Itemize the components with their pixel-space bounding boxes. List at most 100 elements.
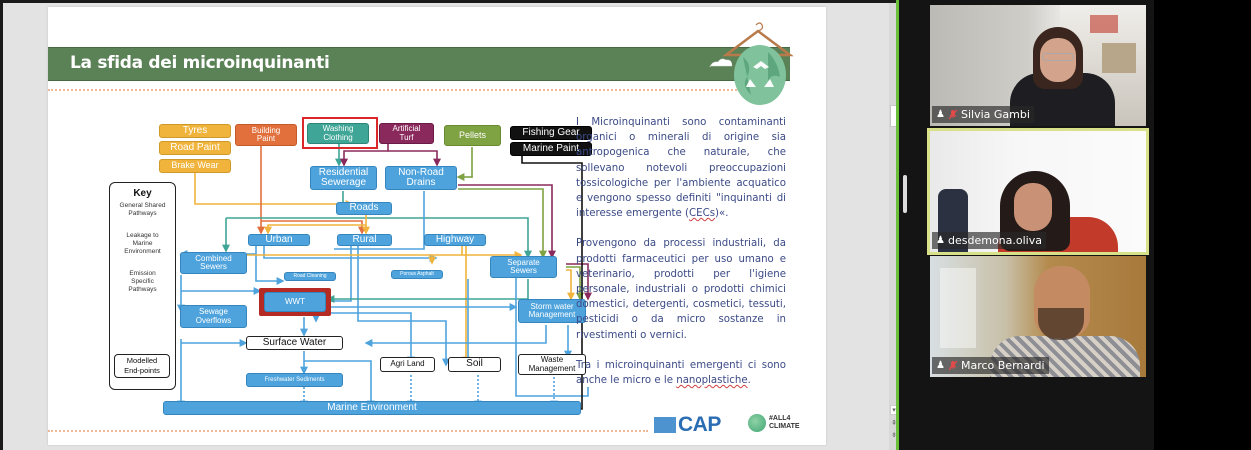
label-line: Waste	[540, 355, 564, 365]
next-slide-icon[interactable]: ⇟	[891, 432, 897, 439]
node-porous-asphalt: Porous Asphalt	[391, 270, 443, 279]
label-line: CLIMATE	[769, 423, 800, 430]
node-road-cleaning: Road Cleaning	[284, 272, 336, 281]
text-run: nanoplastiche	[676, 375, 748, 387]
source-pellets: Pellets	[444, 125, 501, 146]
participant-name: desdemona.oliva	[948, 234, 1042, 247]
text-run: )«.	[715, 208, 729, 220]
slide-title-bar: La sfida dei microinquinanti	[48, 47, 790, 81]
highlight-box	[302, 117, 378, 149]
label-line: Marine	[132, 240, 153, 247]
cap-logo: CAP	[654, 413, 721, 437]
node-non-road-drains: Non-Road Drains	[385, 166, 457, 190]
label-line: Building	[251, 125, 281, 135]
label-line: Sewers	[200, 262, 227, 271]
node-soil: Soil	[448, 357, 501, 372]
participant-video	[930, 256, 1146, 377]
label-line: Management	[528, 310, 576, 319]
all4climate-logo: #ALL4 CLIMATE	[748, 414, 800, 432]
source-road-paint: Road Paint	[159, 141, 231, 155]
node-waste-management: Waste Management	[518, 354, 586, 375]
source-tyres: Tyres	[159, 124, 231, 138]
gallery-scrollbar[interactable]	[903, 175, 907, 213]
paragraph-nanoplastics: Tra i microinquinanti emergenti ci sono …	[576, 358, 786, 388]
label-line: Clothing	[323, 132, 353, 142]
screen-share-area: La sfida dei microinquinanti	[0, 0, 899, 450]
label-line: Artificial	[392, 124, 421, 134]
microplastics-pathway-diagram: Tyres Road Paint Brake Wear Building Pai…	[106, 111, 602, 419]
node-wwt: WWT	[264, 292, 326, 312]
node-highway: Highway	[424, 234, 486, 246]
node-storm-water-management: Storm water Management	[518, 299, 586, 323]
raise-hand-icon: ♟	[936, 109, 945, 120]
label-line: Leakage to	[126, 232, 159, 239]
participant-tile-active-speaker[interactable]: ♟ desdemona.oliva	[927, 128, 1149, 255]
source-marine-paint: Marine Paint	[510, 142, 592, 156]
participant-gallery: ♟ Silvia Gambi ♟ desdemona.oliva	[899, 0, 1251, 450]
previous-slide-icon[interactable]: ⇞	[891, 420, 897, 427]
node-rural: Rural	[337, 234, 392, 246]
label-line: Washing	[322, 124, 354, 134]
key-leakage-label: Leakage to Marine Environment	[110, 232, 175, 256]
cap-logo-text: CAP	[678, 413, 721, 436]
footer-divider	[48, 430, 648, 432]
gallery-panel: ♟ Silvia Gambi ♟ desdemona.oliva	[899, 0, 1154, 450]
participant-tile[interactable]: ♟ Marco Bernardi	[930, 256, 1146, 377]
label-line: Management	[528, 363, 576, 373]
node-separate-sewers: Separate Sewers	[490, 256, 557, 278]
label-line: Sewerage	[320, 177, 367, 188]
source-fishing-gear: Fishing Gear	[510, 126, 592, 140]
presentation-slide: La sfida dei microinquinanti	[48, 7, 826, 445]
text-run: CECs	[689, 208, 716, 220]
node-urban: Urban	[248, 234, 310, 246]
slide-scrollbar[interactable]	[889, 3, 899, 450]
label-line: Turf	[399, 132, 414, 142]
node-sewage-overflows: Sewage Overflows	[180, 305, 247, 328]
label-line: Combined	[195, 253, 232, 263]
node-combined-sewers: Combined Sewers	[180, 252, 247, 274]
paragraph-sources: Provengono da processi industriali, da p…	[576, 238, 786, 341]
node-agri-land: Agri Land	[380, 357, 435, 372]
label-line: Residential	[318, 166, 369, 178]
raise-hand-icon: ♟	[936, 360, 945, 371]
title-divider	[48, 89, 748, 91]
participant-name-tag: ♟ desdemona.oliva	[932, 232, 1046, 249]
label-line: Sewers	[510, 266, 537, 275]
label-line: Storm water	[530, 301, 574, 311]
label-line: Drains	[406, 177, 436, 188]
node-surface-water: Surface Water	[246, 336, 343, 350]
node-marine-environment: Marine Environment	[163, 401, 581, 415]
participant-video	[930, 5, 1146, 126]
participant-tile[interactable]: ♟ Silvia Gambi	[930, 5, 1146, 126]
paragraph-definition: I Microinquinanti sono contaminanti orga…	[576, 115, 786, 221]
source-artificial-turf: Artificial Turf	[379, 123, 434, 144]
node-freshwater-sediments: Freshwater Sediments	[246, 373, 343, 387]
participant-video	[930, 131, 1146, 252]
muted-microphone-icon	[948, 360, 958, 371]
label-line: #ALL4	[769, 415, 791, 422]
slide-title: La sfida dei microinquinanti	[70, 53, 330, 73]
label-line: General Shared	[119, 202, 166, 209]
label-line: Specific	[131, 278, 154, 285]
key-emission-label: Emission Specific Pathways	[110, 270, 175, 294]
source-washing-clothing: Washing Clothing	[307, 123, 369, 144]
diagram-connectors	[116, 141, 592, 413]
label-line: Paint	[256, 134, 276, 143]
text-run: .	[747, 375, 751, 387]
key-title: Key	[133, 188, 152, 199]
label-line: Emission	[129, 270, 156, 277]
all4climate-leaf-icon	[748, 414, 766, 432]
label-line: Overflows	[195, 315, 232, 325]
all4climate-text: #ALL4 CLIMATE	[769, 415, 800, 431]
node-roads: Roads	[336, 202, 392, 215]
participant-name-tag: ♟ Silvia Gambi	[932, 106, 1034, 123]
slide-text: I Microinquinanti sono contaminanti orga…	[576, 115, 786, 403]
label-line: Pathways	[128, 210, 157, 217]
cap-logo-mark-icon	[654, 417, 676, 433]
label-line: Pathways	[128, 286, 157, 293]
text-run: Tra i microinquinanti emergenti ci sono …	[576, 359, 786, 387]
label-line: Non-Road	[398, 166, 444, 178]
label-line: Sewage	[199, 307, 228, 317]
label-line: Modelled	[126, 356, 158, 365]
